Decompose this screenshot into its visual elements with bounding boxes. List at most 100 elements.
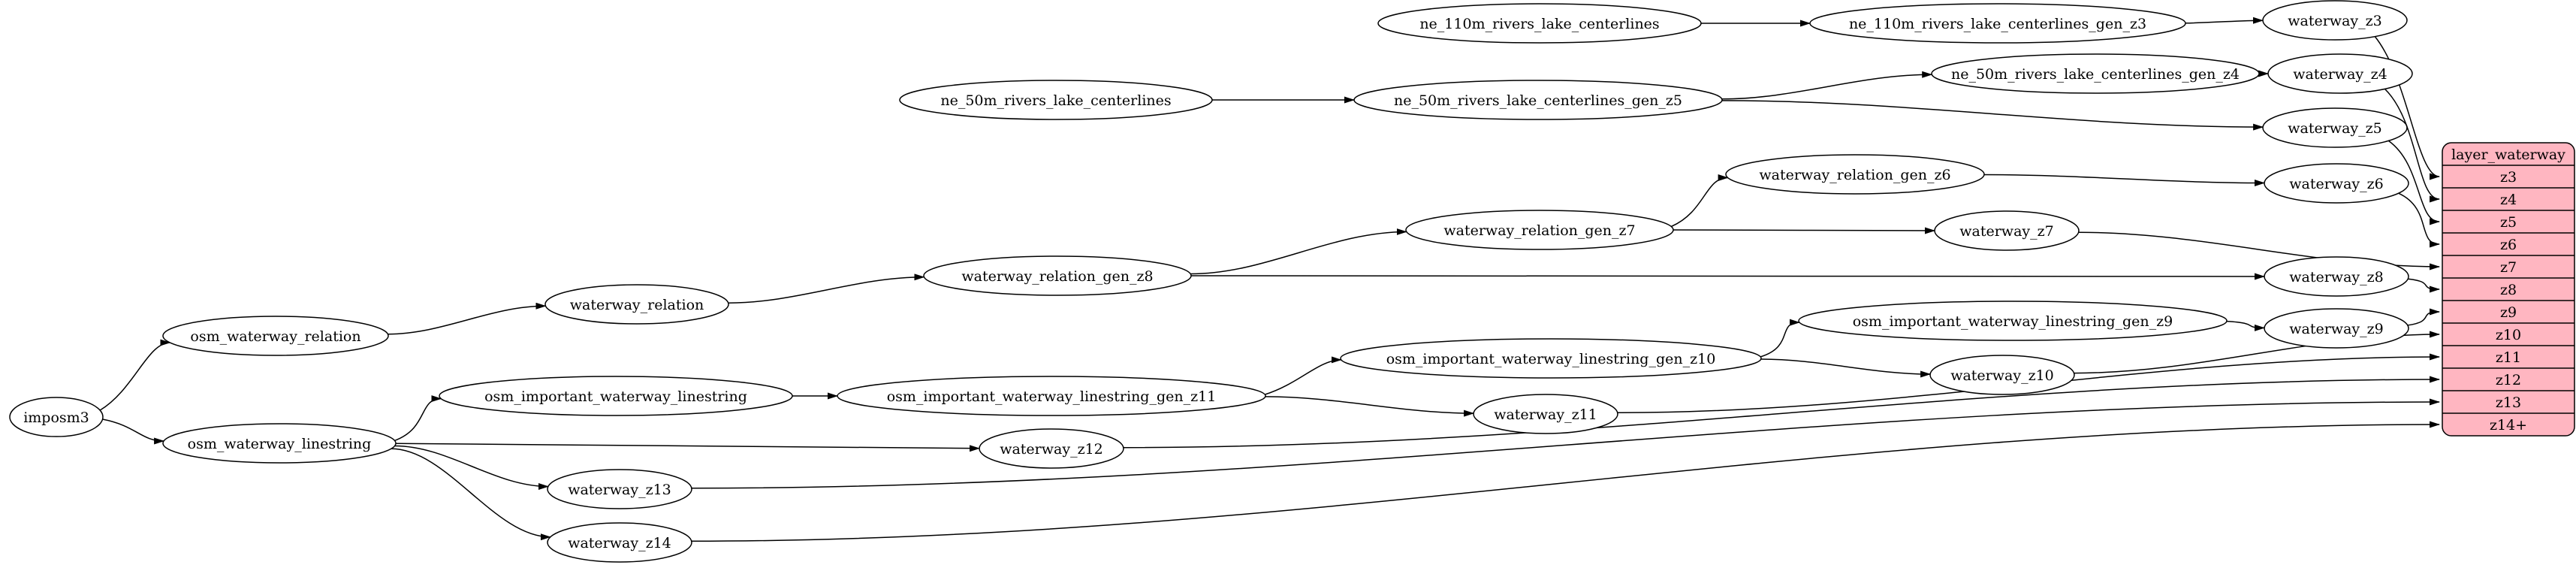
node-label: waterway_z3: [2288, 13, 2381, 29]
node-label: osm_important_waterway_linestring: [484, 388, 747, 405]
node-label: ne_50m_rivers_lake_centerlines_gen_z4: [1951, 66, 2240, 83]
node-ellipse: [162, 423, 397, 464]
node-label: waterway_relation: [570, 297, 704, 313]
edge-waterway_z12-to-layer_waterway.z12: [1123, 376, 2440, 449]
edge-ne_50m_rivers_lake_centerlines_gen_z5-to-waterway_z5: [1721, 100, 2264, 131]
node-waterway_z9: waterway_z9: [2264, 308, 2409, 349]
node-label: ne_50m_rivers_lake_centerlines: [940, 92, 1171, 109]
node-ellipse: [439, 376, 793, 416]
edge-osm_waterway_relation-to-waterway_relation: [388, 302, 547, 335]
node-label: waterway_z12: [1000, 441, 1103, 458]
node-label: osm_important_waterway_linestring_gen_z9: [1853, 313, 2173, 330]
node-ellipse: [2264, 308, 2409, 349]
node-waterway_z8: waterway_z8: [2264, 256, 2409, 297]
edge-waterway_z13-to-layer_waterway.z13: [691, 398, 2440, 489]
node-label: waterway_z7: [1959, 223, 2053, 240]
edge-waterway_z3-to-layer_waterway.z3: [2374, 36, 2440, 180]
node-ellipse: [1473, 394, 1618, 434]
node-waterway_z3: waterway_z3: [2262, 0, 2408, 41]
node-waterway_z14: waterway_z14: [547, 522, 692, 563]
node-label: waterway_z9: [2289, 321, 2383, 337]
node-ne_50m_rivers_lake_centerlines_gen_z5: ne_50m_rivers_lake_centerlines_gen_z5: [1353, 80, 1723, 120]
node-ellipse: [923, 255, 1192, 296]
node-label: ne_110m_rivers_lake_centerlines: [1419, 16, 1659, 32]
node-label: waterway_z13: [568, 482, 671, 498]
node-waterway_z5: waterway_z5: [2262, 107, 2408, 148]
edge-osm_waterway_linestring-to-osm_important_waterway_linestring: [394, 395, 442, 442]
edge-waterway_relation_gen_z7-to-waterway_relation_gen_z6: [1671, 174, 1729, 228]
node-osm_important_waterway_linestring: osm_important_waterway_linestring: [439, 376, 793, 416]
node-waterway_relation_gen_z7: waterway_relation_gen_z7: [1405, 210, 1674, 250]
edge-waterway_z14-to-layer_waterway.z14+: [691, 421, 2440, 542]
table-title: layer_waterway: [2451, 147, 2565, 163]
node-ellipse: [1934, 210, 2080, 251]
edge-waterway_z6-to-layer_waterway.z6: [2398, 192, 2440, 248]
node-osm_important_waterway_linestring_gen_z11: osm_important_waterway_linestring_gen_z1…: [837, 376, 1266, 416]
node-label: waterway_z14: [568, 535, 671, 551]
node-ellipse: [1931, 53, 2260, 94]
edge-imposm3-to-osm_waterway_relation: [99, 339, 171, 411]
edge-waterway_relation_gen_z7-to-waterway_z7: [1673, 227, 1935, 234]
node-ellipse: [1798, 301, 2228, 341]
edge-waterway_z5-to-layer_waterway.z5: [2387, 140, 2440, 225]
node-waterway_z10: waterway_z10: [1929, 355, 2075, 395]
node-osm_important_waterway_linestring_gen_z10: osm_important_waterway_linestring_gen_z1…: [1340, 338, 1762, 379]
edge-waterway_z4-to-layer_waterway.z4: [2384, 88, 2440, 203]
node-ellipse: [979, 428, 1124, 469]
edge-osm_important_waterway_linestring_gen_z9-to-waterway_z9: [2226, 320, 2265, 331]
table-row-z14+: z14+: [2490, 417, 2527, 434]
edge-osm_important_waterway_linestring_gen_z10-to-osm_important_waterway_linestring_gen_z9: [1760, 319, 1800, 358]
node-ellipse: [1377, 3, 1702, 44]
table-row-z6: z6: [2500, 237, 2517, 253]
edge-ne_50m_rivers_lake_centerlines_gen_z5-to-ne_50m_rivers_lake_centerlines_gen_z4: [1721, 71, 1933, 100]
node-ellipse: [2264, 256, 2409, 297]
node-osm_waterway_linestring: osm_waterway_linestring: [162, 423, 397, 464]
table-row-z5: z5: [2500, 214, 2517, 231]
table-row-z4: z4: [2500, 192, 2517, 208]
node-ellipse: [2262, 0, 2408, 41]
node-ellipse: [162, 316, 389, 356]
node-ellipse: [9, 397, 104, 437]
node-ellipse: [544, 284, 729, 325]
edge-ne_110m_rivers_lake_centerlines_gen_z3-to-waterway_z3: [2185, 17, 2264, 24]
edge-waterway_relation_gen_z8-to-waterway_relation_gen_z7: [1190, 228, 1407, 275]
edge-waterway_z8-to-layer_waterway.z8: [2408, 278, 2440, 293]
node-ne_110m_rivers_lake_centerlines: ne_110m_rivers_lake_centerlines: [1377, 3, 1702, 44]
node-ne_50m_rivers_lake_centerlines_gen_z4: ne_50m_rivers_lake_centerlines_gen_z4: [1931, 53, 2260, 94]
edge-osm_important_waterway_linestring_gen_z11-to-osm_important_waterway_linestring_gen_z10: [1264, 356, 1342, 395]
node-label: osm_waterway_relation: [190, 328, 360, 345]
node-osm_waterway_relation: osm_waterway_relation: [162, 316, 389, 356]
node-label: ne_50m_rivers_lake_centerlines_gen_z5: [1394, 92, 1682, 109]
node-imposm3: imposm3: [9, 397, 104, 437]
node-ne_50m_rivers_lake_centerlines: ne_50m_rivers_lake_centerlines: [899, 80, 1213, 120]
edge-waterway_z9-to-layer_waterway.z9: [2407, 308, 2440, 326]
node-osm_important_waterway_linestring_gen_z9: osm_important_waterway_linestring_gen_z9: [1798, 301, 2228, 341]
node-label: waterway_z11: [1494, 406, 1597, 423]
table-row-z13: z13: [2496, 394, 2521, 411]
node-waterway_z13: waterway_z13: [547, 469, 692, 509]
node-waterway_relation_gen_z8: waterway_relation_gen_z8: [923, 255, 1192, 296]
node-label: osm_important_waterway_linestring_gen_z1…: [887, 388, 1217, 405]
node-label: waterway_z6: [2289, 176, 2383, 192]
node-label: waterway_relation_gen_z7: [1443, 222, 1635, 239]
node-label: waterway_relation_gen_z8: [961, 268, 1153, 285]
node-ellipse: [2267, 53, 2413, 94]
node-label: osm_important_waterway_linestring_gen_z1…: [1386, 351, 1716, 367]
edge-imposm3-to-osm_waterway_linestring: [102, 418, 165, 445]
edge-osm_waterway_linestring-to-waterway_z12: [395, 443, 980, 452]
node-label: waterway_z10: [1950, 367, 2054, 384]
node-label: ne_110m_rivers_lake_centerlines_gen_z3: [1849, 16, 2146, 32]
node-ellipse: [547, 522, 692, 563]
table-row-z7: z7: [2500, 259, 2517, 276]
table-row-z12: z12: [2496, 372, 2521, 388]
node-ellipse: [1340, 338, 1762, 379]
table-row-z10: z10: [2496, 327, 2521, 343]
node-ellipse: [2264, 163, 2409, 204]
node-waterway_z4: waterway_z4: [2267, 53, 2413, 94]
edge-waterway_relation_gen_z6-to-waterway_z6: [1983, 174, 2265, 186]
node-waterway_z7: waterway_z7: [1934, 210, 2080, 251]
table-row-z8: z8: [2500, 282, 2517, 298]
node-waterway_z12: waterway_z12: [979, 428, 1124, 469]
node-ellipse: [1725, 154, 1985, 195]
